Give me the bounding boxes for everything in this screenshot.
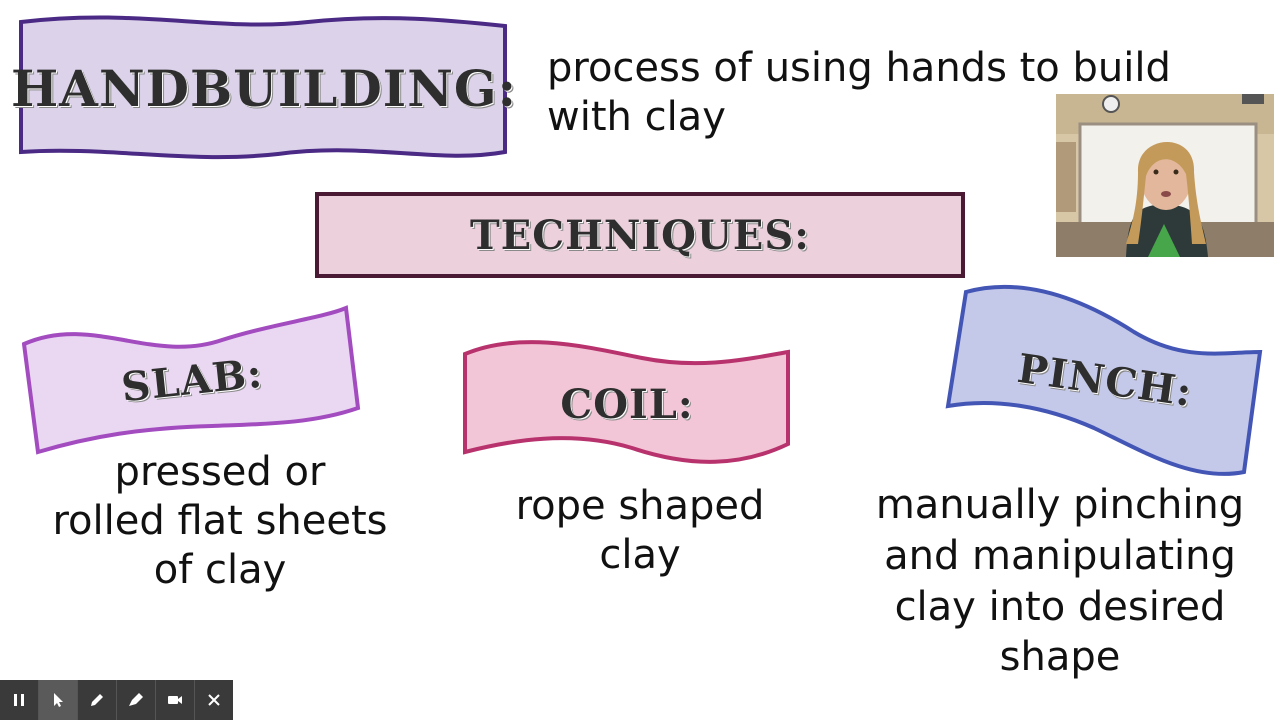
pinch-desc-line-2: and manipulating <box>884 532 1236 579</box>
techniques-label: TECHNIQUES: <box>469 211 811 259</box>
pinch-desc-line-3: clay into desired <box>894 583 1226 630</box>
coil-label: COIL: <box>560 380 694 428</box>
handbuilding-definition: process of using hands to build with cla… <box>547 44 1247 142</box>
pinch-banner: PINCH: <box>944 282 1266 478</box>
techniques-banner: TECHNIQUES: <box>315 192 965 278</box>
pinch-desc-line-4: shape <box>999 634 1121 681</box>
pinch-desc-line-1: manually pinching <box>875 482 1245 528</box>
pinch-description: manually pinching and manipulating clay … <box>855 480 1265 683</box>
pause-icon <box>14 694 24 706</box>
slab-desc-line-2: rolled flat sheets <box>52 497 388 544</box>
coil-banner-shape <box>463 340 790 464</box>
definition-line-1: process of using hands to build <box>547 45 1171 91</box>
camera-toggle-button[interactable] <box>156 680 195 720</box>
handbuilding-label: HANDBUILDING: <box>10 58 518 118</box>
handbuilding-banner: HANDBUILDING: <box>10 14 518 162</box>
slab-desc-line-3: of clay <box>153 546 287 593</box>
pause-button[interactable] <box>0 680 39 720</box>
presenter-video-frame <box>1056 94 1274 257</box>
definition-line-2: with clay <box>547 93 726 140</box>
coil-desc-line-1: rope shaped <box>515 483 765 529</box>
highlighter-tool-button[interactable] <box>117 680 156 720</box>
webcam-video[interactable] <box>1056 94 1274 257</box>
slab-desc-line-1: pressed or <box>114 449 326 495</box>
techniques-banner-shape <box>315 192 965 278</box>
pointer-icon <box>54 693 63 707</box>
handbuilding-banner-shape <box>19 15 507 160</box>
slab-banner: SLAB: <box>22 304 362 456</box>
pinch-banner-shape <box>945 284 1263 476</box>
pen-icon <box>91 694 103 706</box>
coil-description: rope shaped clay <box>470 482 810 580</box>
slab-banner-shape <box>22 305 361 455</box>
coil-desc-line-2: clay <box>599 531 681 578</box>
camera-icon <box>168 696 182 704</box>
close-toolbar-button[interactable] <box>195 680 233 720</box>
coil-banner: COIL: <box>462 334 792 474</box>
pen-tool-button[interactable] <box>78 680 117 720</box>
highlighter-icon <box>129 693 143 706</box>
slab-description: pressed or rolled flat sheets of clay <box>40 448 400 594</box>
pointer-tool-button[interactable] <box>39 680 78 720</box>
close-icon <box>208 694 220 706</box>
recording-toolbar <box>0 680 233 720</box>
